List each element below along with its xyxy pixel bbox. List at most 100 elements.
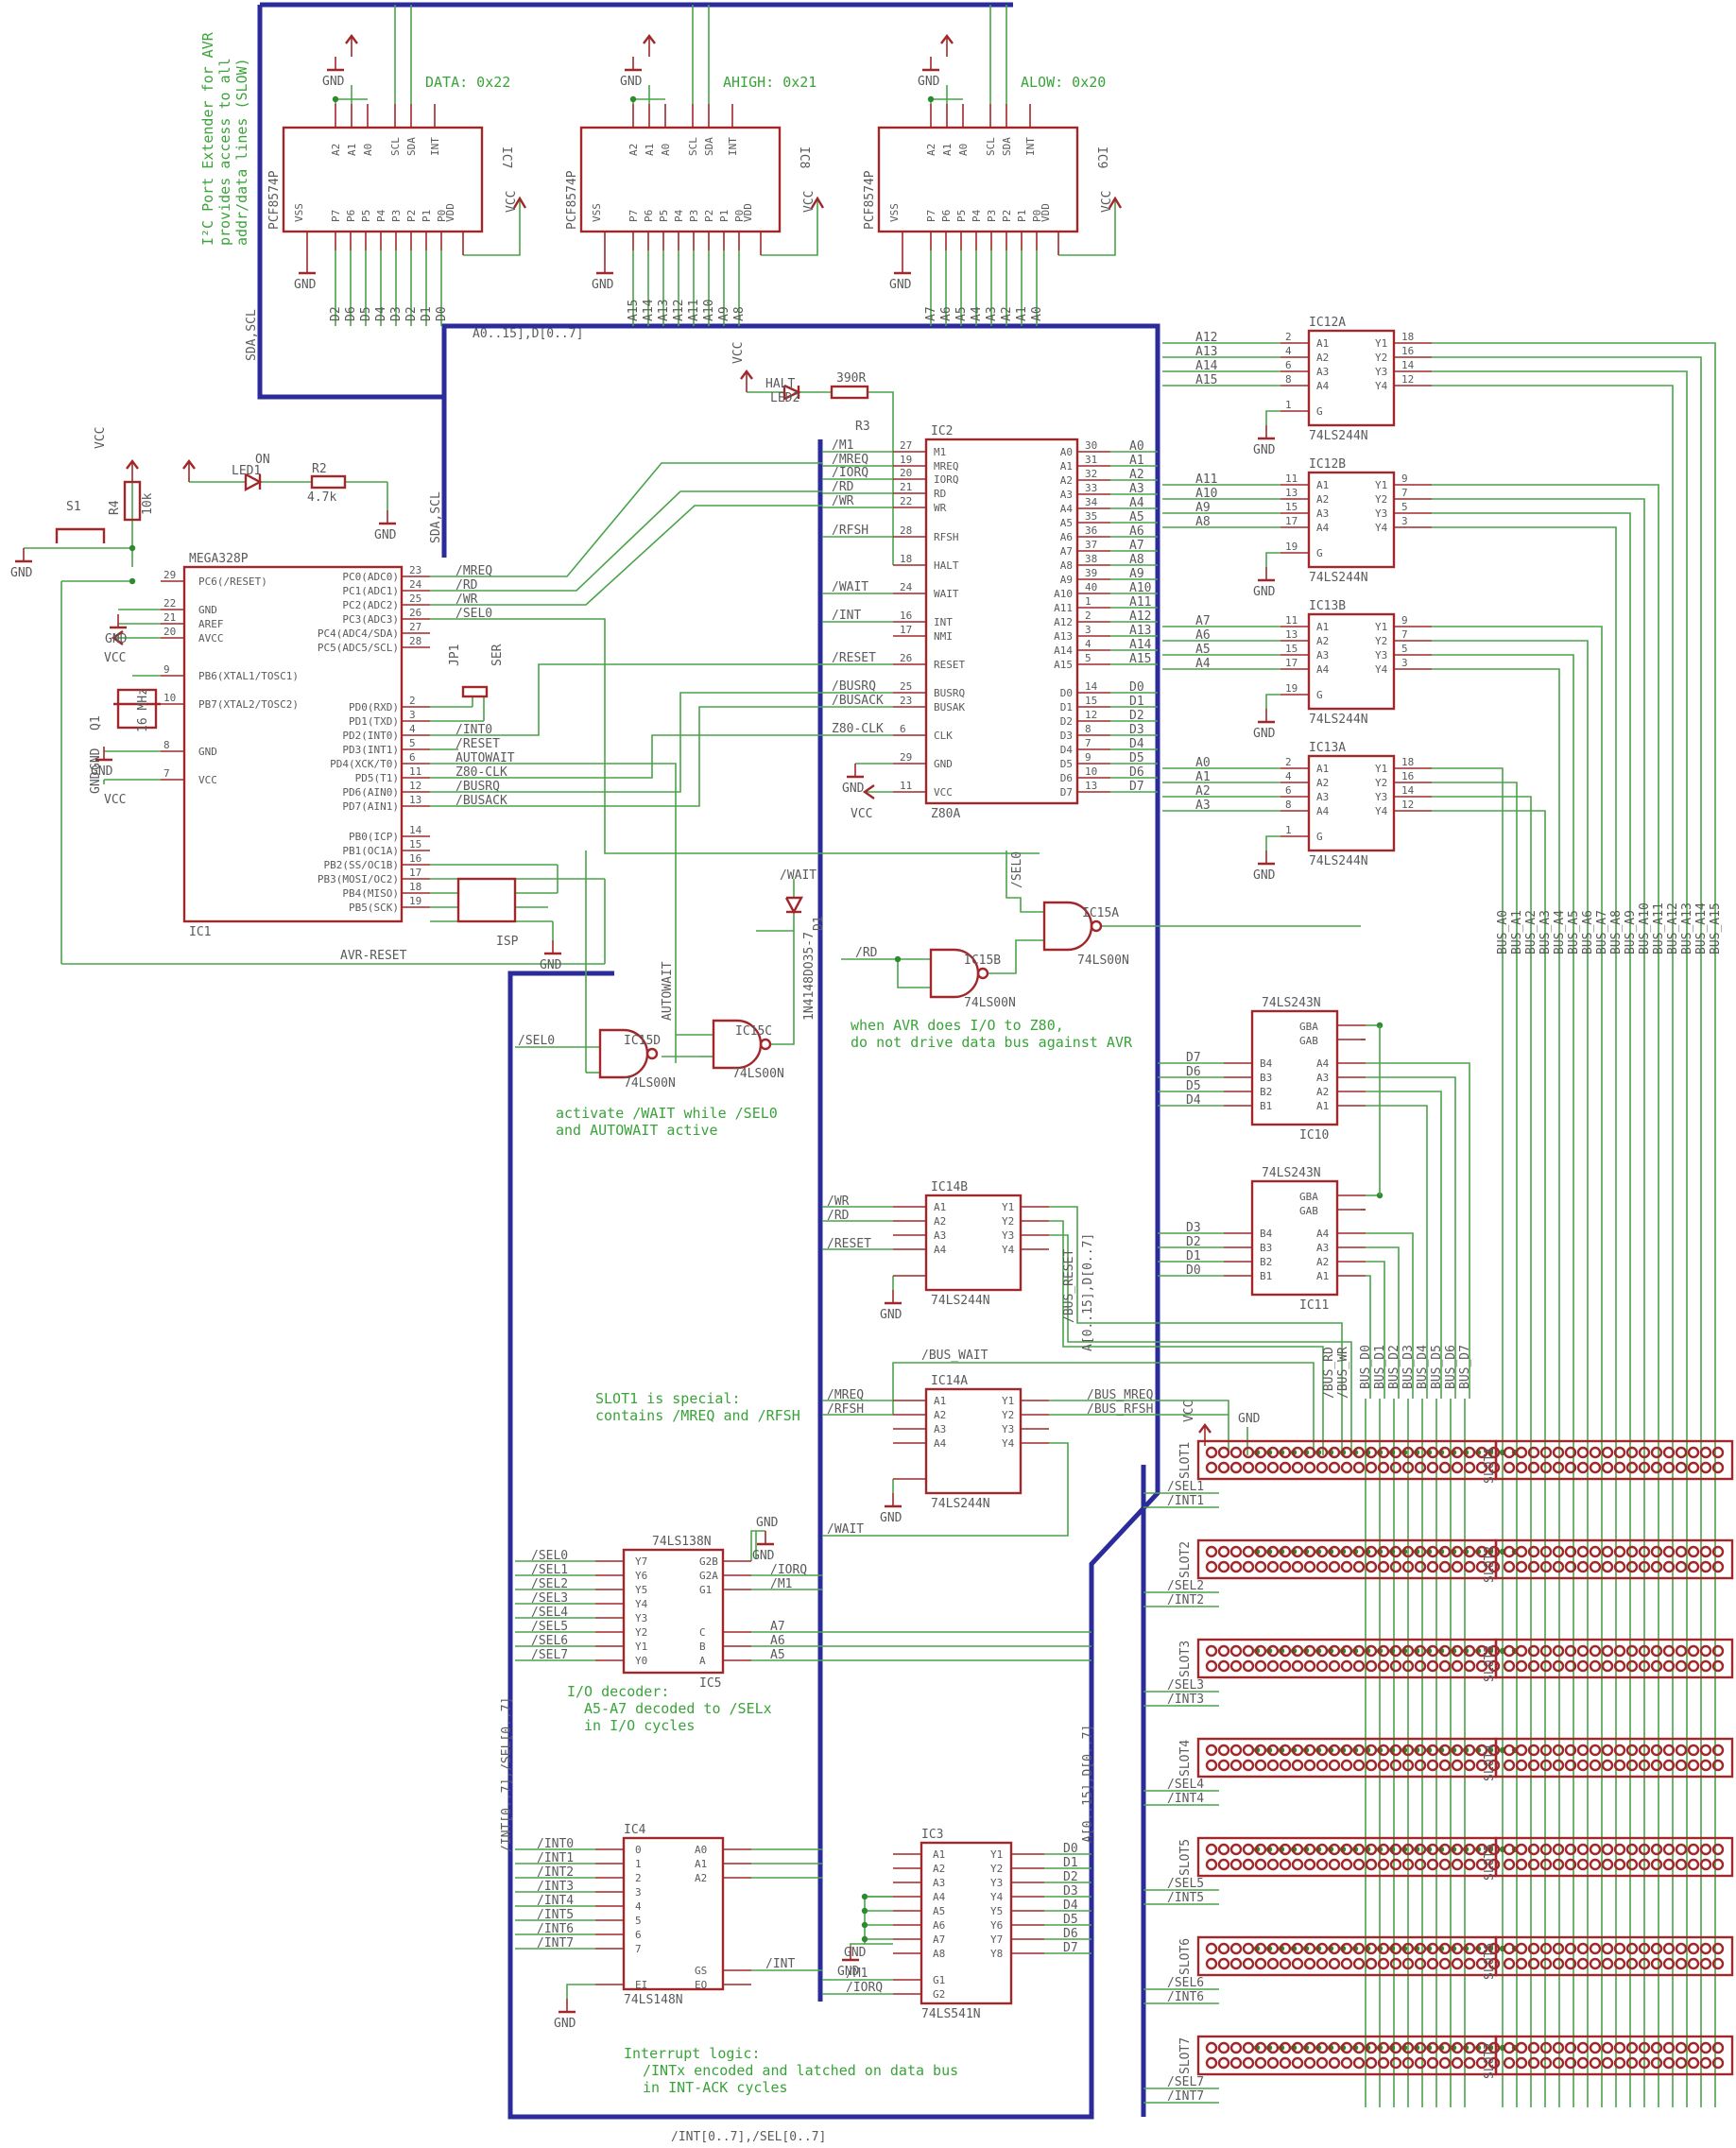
pin-name: A0 (362, 144, 374, 156)
crystal-value: 16 MHz (136, 688, 150, 732)
slot-pin (1414, 1957, 1427, 1970)
pin-name: IORQ (934, 473, 959, 486)
slot-pin (1613, 1858, 1626, 1871)
pin-name: P5 (360, 210, 372, 222)
slot-pin (1414, 1843, 1427, 1856)
expander-output: A0 (1030, 306, 1044, 321)
slot-pin (1389, 1957, 1402, 1970)
pin-name: A3 (933, 1877, 945, 1889)
net-label: /SEL1 (531, 1563, 568, 1577)
slot-pin (1303, 1843, 1316, 1856)
vcc-arrow (345, 34, 358, 44)
slot-pin (1527, 1942, 1540, 1955)
pin-name: G1 (699, 1584, 712, 1596)
pin-number: 18 (409, 881, 421, 893)
slot-pin (1377, 1446, 1390, 1459)
slot-pin (1389, 1759, 1402, 1772)
pin-number: 15 (1085, 695, 1097, 707)
pin-number: 3 (1401, 657, 1408, 669)
net-label: D3 (1063, 1884, 1078, 1899)
slot-pin (1463, 1759, 1476, 1772)
slot-pin (1638, 2056, 1651, 2070)
pin-name: CLK (934, 730, 953, 742)
net-label: A5 (1195, 643, 1211, 657)
pin-name: P7 (330, 210, 342, 222)
slot-pin (1352, 1461, 1366, 1474)
expander-output: A1 (1015, 306, 1029, 321)
slot-pin (1279, 1545, 1292, 1558)
wire (1366, 1062, 1470, 1399)
bus-output-label: BUS_A13 (1680, 902, 1694, 954)
slot-pin (1401, 1461, 1415, 1474)
slot-pin (1389, 1744, 1402, 1757)
slot-pin (1438, 1560, 1452, 1573)
slot-pin (1426, 2041, 1439, 2054)
vcc-label: VCC (1182, 1400, 1196, 1422)
slot-pin (1303, 1560, 1316, 1573)
slot-pin (1687, 1461, 1700, 1474)
gnd-label: GND (294, 278, 317, 292)
pin-number: 8 (1285, 799, 1292, 811)
slot-pin (1401, 1858, 1415, 1871)
pin-name: PD6(AIN0) (342, 786, 399, 799)
slot-pin (1662, 1545, 1676, 1558)
pin-number: 9 (1401, 614, 1408, 627)
slot-pin (1340, 1843, 1353, 1856)
pin-name: A4 (933, 1891, 946, 1903)
slot-pin (1229, 1858, 1243, 1871)
slot-name: SLOT2 (1178, 1541, 1193, 1578)
net-label: D0 (1063, 1842, 1078, 1856)
slot-pin (1699, 2056, 1712, 2070)
slot-pin (1699, 2041, 1712, 2054)
wire (1366, 1232, 1414, 1399)
slot-pin (1352, 1659, 1366, 1673)
expander-address: AHIGH: 0x21 (723, 74, 816, 91)
slot-pin (1365, 1942, 1378, 1955)
pin-name: A1 (1316, 1270, 1329, 1282)
slot-pin (1564, 1545, 1577, 1558)
ic-part: 74LS244N (1309, 713, 1368, 727)
slot-pin (1539, 1446, 1553, 1459)
ic-ref: IC13A (1309, 741, 1346, 755)
pin-number: 7 (1401, 487, 1408, 499)
vcc-label: VCC (104, 793, 126, 807)
slot-pin (1711, 1644, 1725, 1658)
slot-pin (1315, 2056, 1329, 2070)
slot-pin (1711, 1957, 1725, 1970)
net-label: A5 (1129, 510, 1144, 524)
pin-number: 17 (900, 624, 912, 636)
net-label: /INT3 (1167, 1693, 1204, 1707)
pin-name: PC6(/RESET) (198, 576, 267, 588)
slot-pin (1625, 1843, 1639, 1856)
transceiver-IC11 (1250, 1179, 1339, 1297)
wire (1265, 410, 1281, 425)
pin-name: A2 (1316, 777, 1329, 789)
pin-name: A4 (1316, 1228, 1330, 1240)
ic-ref: IC11 (1299, 1298, 1329, 1313)
slot-pin (1217, 1759, 1230, 1772)
net-label: /BUSACK (455, 794, 507, 808)
slot-pin (1475, 1545, 1488, 1558)
pin-number: 9 (163, 663, 170, 676)
junction-dot (629, 95, 637, 103)
bus-output-label: BUS_A7 (1595, 910, 1609, 954)
wire (1058, 198, 1116, 256)
slot-pin (1229, 2041, 1243, 2054)
gate-part: 74LS00N (1077, 954, 1129, 968)
slot-pin (1426, 1446, 1439, 1459)
ic-ref: IC4 (624, 1823, 646, 1837)
net-label: /WAIT (827, 1522, 864, 1537)
net-label: /SEL7 (1167, 2075, 1204, 2089)
net-label: Z80-CLK (832, 722, 884, 736)
pin-number: 6 (409, 751, 416, 764)
slot-pin (1687, 1545, 1700, 1558)
slot-pin (1589, 1446, 1602, 1459)
slot-pin (1414, 1759, 1427, 1772)
vcc-arrow (740, 369, 753, 380)
slot-pin (1328, 1446, 1341, 1459)
slot-pin (1527, 2056, 1540, 2070)
slot-pin (1576, 1942, 1590, 1955)
slot-pin (1527, 1560, 1540, 1573)
slot-pin (1254, 1545, 1267, 1558)
slot-pin (1254, 2041, 1267, 2054)
